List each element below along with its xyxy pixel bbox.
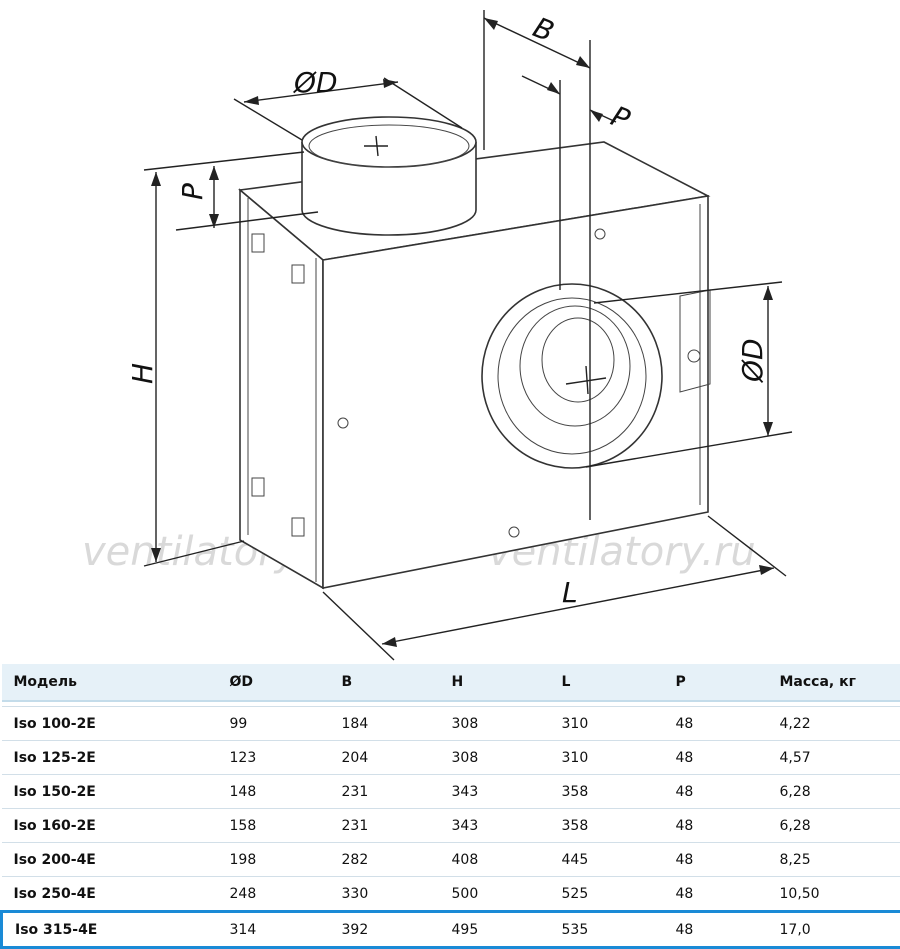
table-row: Iso 200-4E 198 282 408 445 48 8,25 [2, 843, 900, 877]
table-row: Iso 100-2E 99 184 308 310 48 4,22 [2, 707, 900, 741]
technical-drawing: ventilatory.ru ventilatory.ru [0, 0, 900, 664]
header-b: B [330, 664, 440, 701]
table-row: Iso 160-2E 158 231 343 358 48 6,28 [2, 809, 900, 843]
spec-table: Модель ØD B H L P Масса, кг Iso 100-2E 9… [0, 664, 900, 949]
header-l: L [550, 664, 664, 701]
table-row: Iso 125-2E 123 204 308 310 48 4,57 [2, 741, 900, 775]
header-p: P [664, 664, 768, 701]
top-spigot [302, 117, 476, 235]
dim-label-p-top: P [176, 183, 209, 200]
dim-label-b: B [529, 11, 559, 49]
header-diameter: ØD [218, 664, 330, 701]
table-row: Iso 250-4E 248 330 500 525 48 10,50 [2, 877, 900, 912]
header-h: H [440, 664, 550, 701]
header-model: Модель [2, 664, 218, 701]
dim-label-side-diameter: ØD [736, 338, 769, 383]
side-spigot [482, 284, 662, 468]
table-row: Iso 150-2E 148 231 343 358 48 6,28 [2, 775, 900, 809]
header-mass: Масса, кг [768, 664, 900, 701]
table-row-highlighted: Iso 315-4E 314 392 495 535 48 17,0 [2, 912, 900, 948]
dim-label-l: L [562, 576, 578, 609]
dim-label-top-diameter: ØD [293, 66, 338, 99]
table-header-row: Модель ØD B H L P Масса, кг [2, 664, 900, 701]
dim-label-h: H [126, 363, 159, 384]
dim-label-p-side: P [606, 99, 634, 136]
